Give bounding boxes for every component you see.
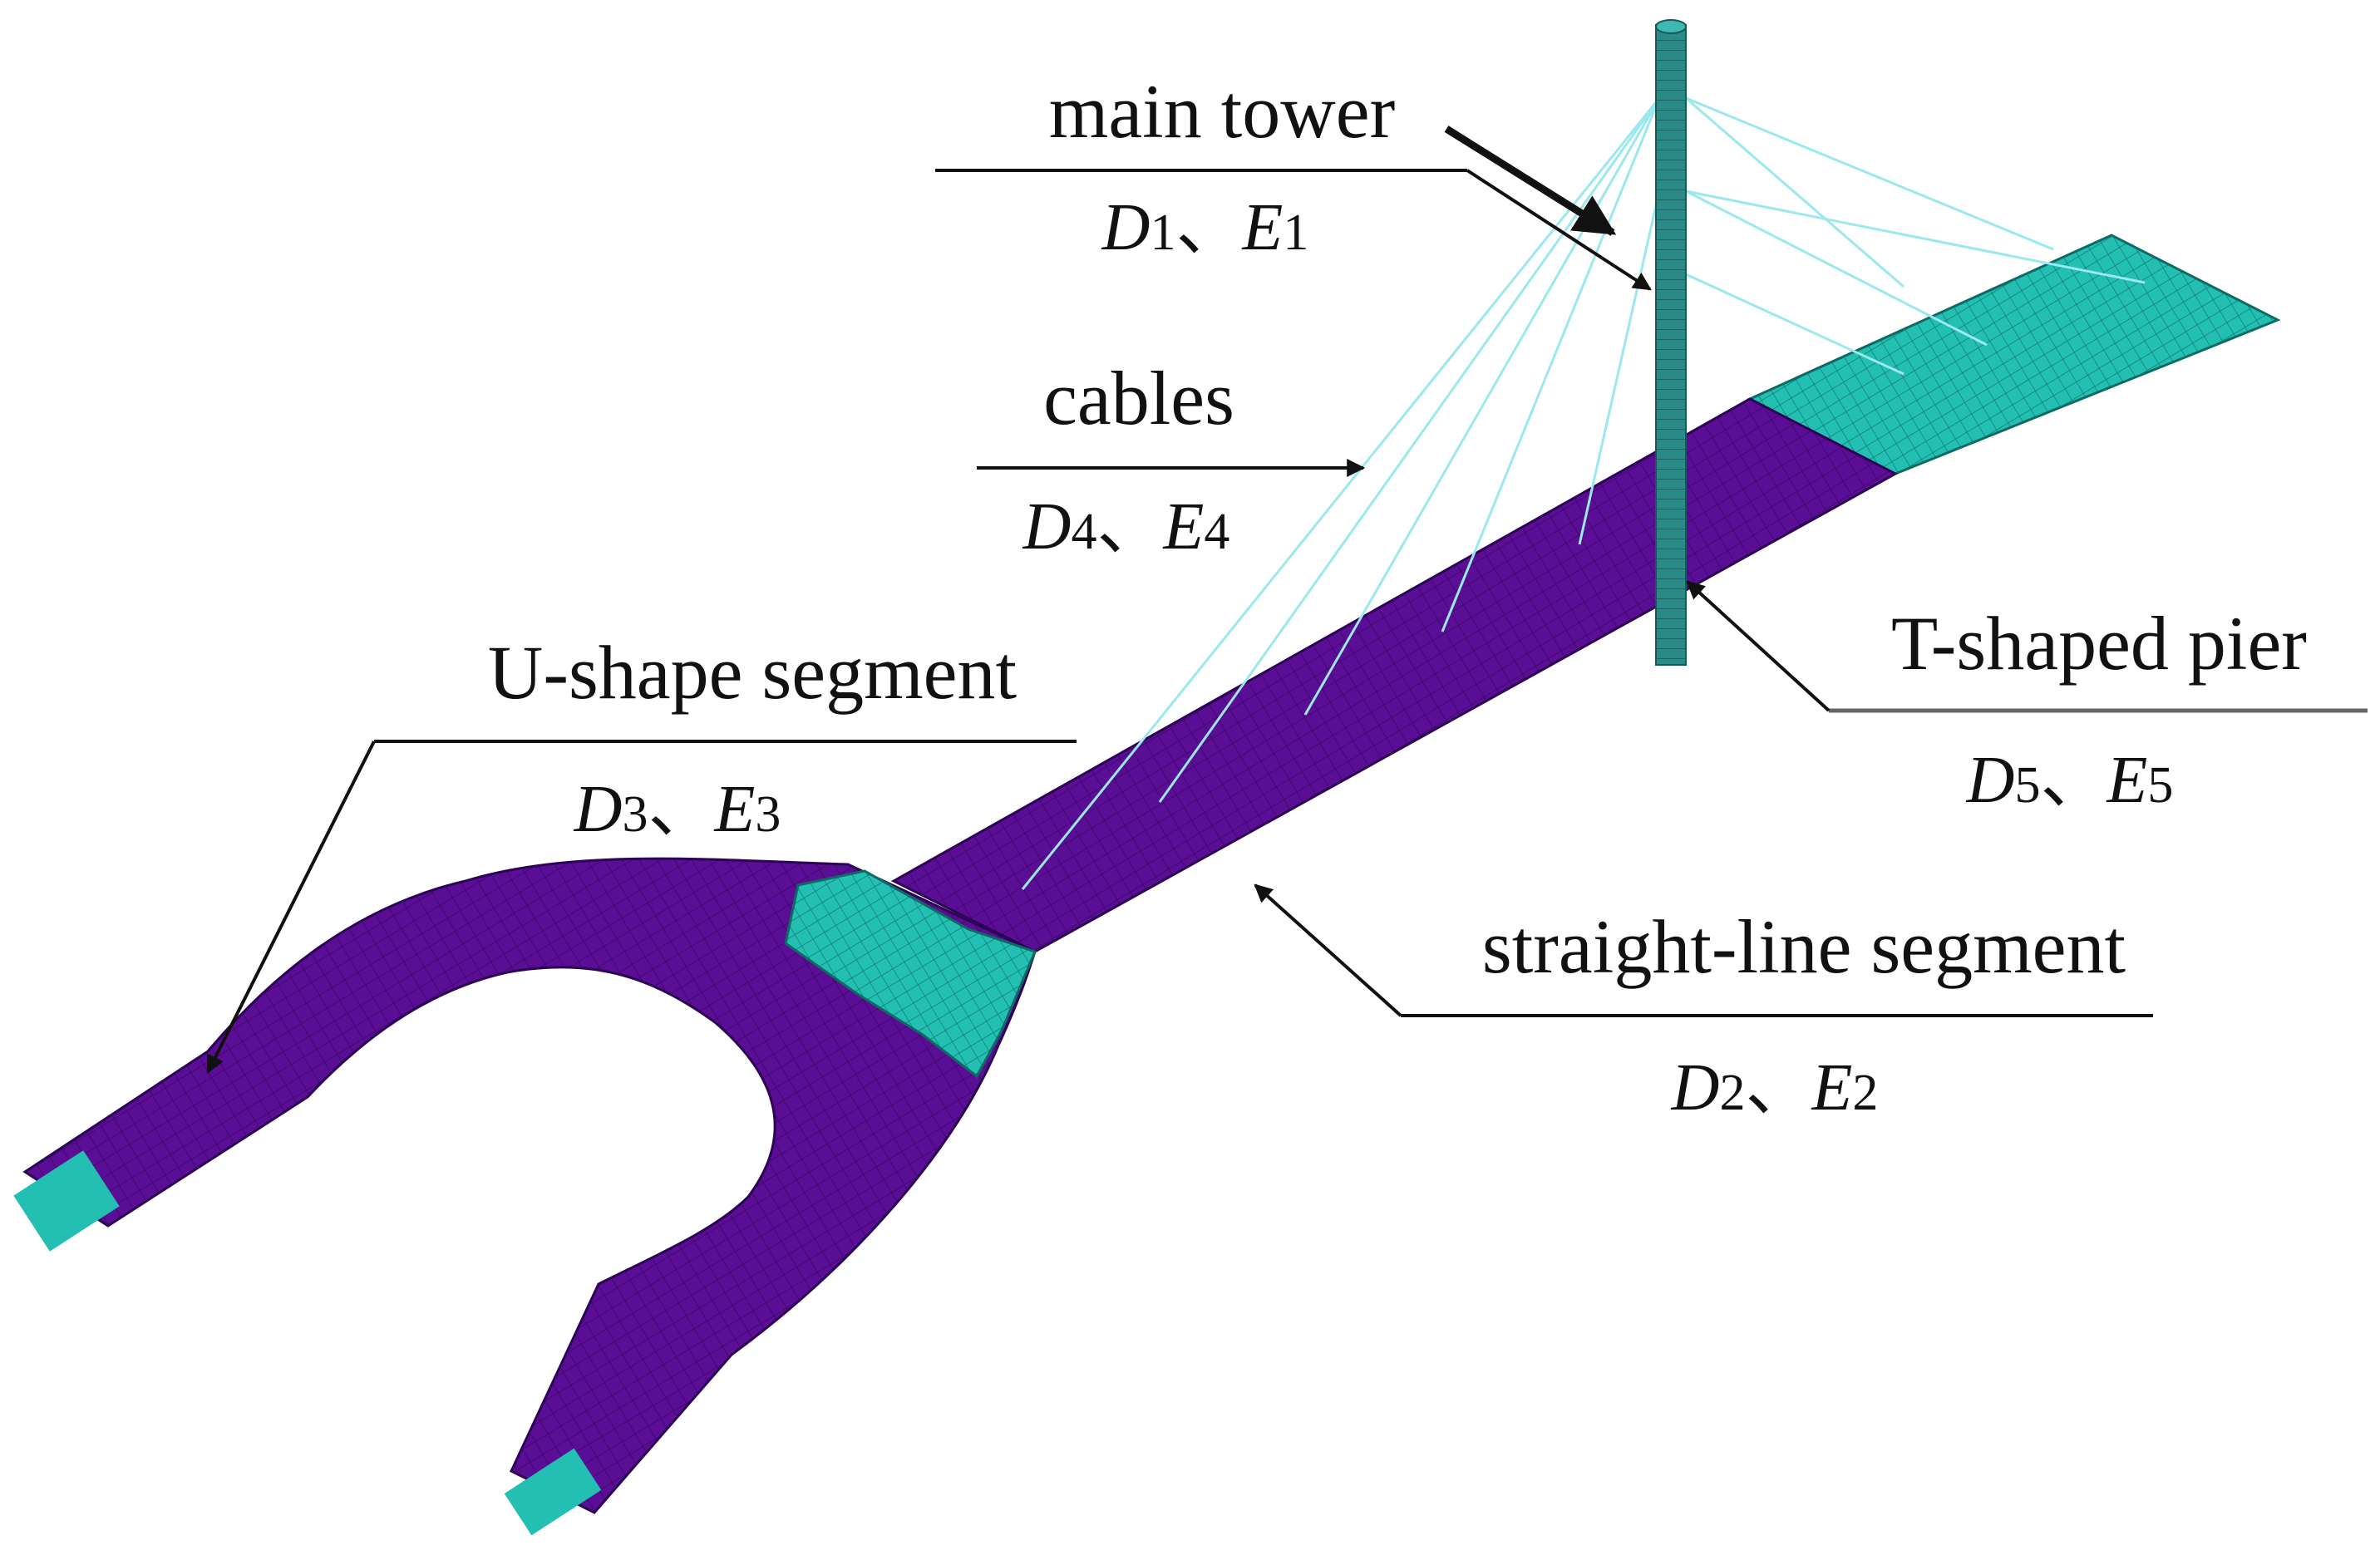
tower-top [1655,19,1687,34]
label-straight-line-segment: straight-line segment [1482,904,2126,989]
label-u-shape-segment: U-shape segment [488,630,1018,715]
right-end-cap [504,1448,602,1536]
main-tower [1655,24,1687,666]
straight-line-segment [890,397,1899,953]
param-t-shaped-pier: D5、E5 [1966,744,2174,817]
leader-lines [206,125,2368,1074]
left-end-cap [13,1150,120,1252]
label-t-shaped-pier: T-shaped pier [1891,601,2307,686]
end-deck-segment [1747,234,2281,475]
label-main-tower: main tower [1049,69,1395,154]
u-shape-segment [22,857,1037,1514]
param-cables: D4、E4 [1022,490,1230,563]
bridge-structure [13,19,2281,1536]
labels: main tower D1、E1 cables D4、E4 U-shape se… [488,69,2307,1124]
param-straight-line-segment: D2、E2 [1671,1051,1879,1124]
label-cables: cables [1043,356,1234,440]
transition-block [784,869,1037,1079]
cables [1021,96,2146,890]
param-u-shape-segment: D3、E3 [574,773,781,846]
param-main-tower: D1、E1 [1101,191,1309,264]
